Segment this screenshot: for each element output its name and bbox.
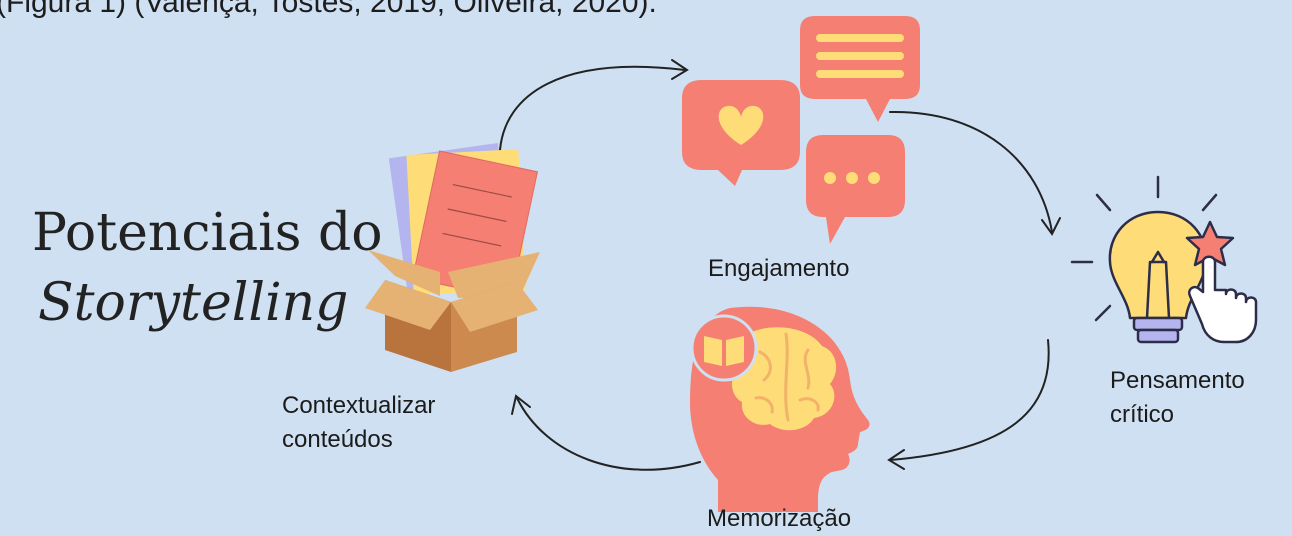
diagram-title: Potenciais do Storytelling	[32, 198, 383, 338]
label-contextualizar-line-1: Contextualizar	[282, 392, 436, 419]
cut-off-citation-text: (Figura 1) (Valença, Tostes, 2019; Olive…	[0, 0, 657, 19]
label-pensamento-line-2: crítico	[1110, 401, 1175, 428]
open-box-with-documents-icon	[365, 143, 540, 372]
label-contextualizar: Contextualizar conteúdos	[282, 389, 435, 457]
cycle-arrows	[499, 59, 1061, 471]
arrow-memorizacao-to-contextualizar	[511, 394, 701, 471]
head-with-brain-and-book-icon	[690, 306, 870, 512]
lightbulb-with-star-icon	[1070, 175, 1258, 344]
label-pensamento-critico: Pensamento crítico	[1110, 364, 1245, 432]
arrow-contextualizar-to-engajamento	[499, 59, 689, 151]
speech-bubbles-icon	[682, 16, 920, 244]
title-line-1: Potenciais do	[32, 203, 383, 263]
label-memorizacao: Memorização	[707, 505, 852, 532]
arrow-engajamento-to-pensamento	[889, 110, 1061, 236]
label-pensamento-line-1: Pensamento	[1110, 367, 1245, 394]
label-engajamento: Engajamento	[708, 255, 850, 282]
label-contextualizar-line-2: conteúdos	[282, 426, 393, 453]
title-line-2: Storytelling	[38, 273, 349, 333]
arrow-pensamento-to-memorizacao	[887, 339, 1050, 470]
